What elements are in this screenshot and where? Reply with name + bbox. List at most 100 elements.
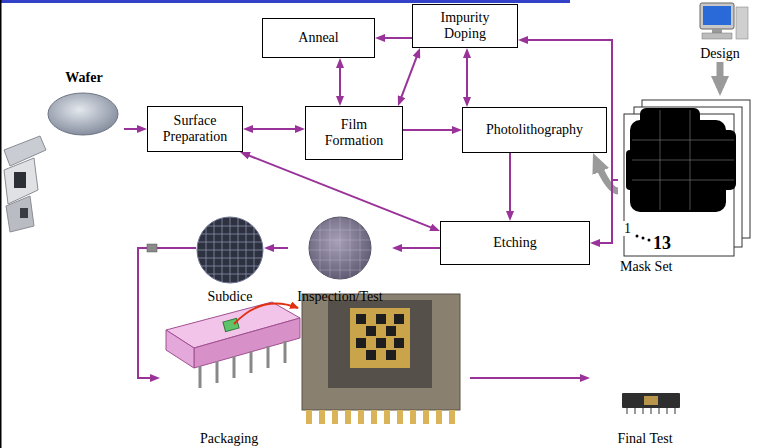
mask-set-picture [660,110,661,210]
process-flow-arrow [509,153,511,218]
chip-photo [356,314,404,360]
package-drawing [250,351,253,373]
figure-label: Mask Set [620,259,673,275]
computer-icon [702,33,732,39]
computer-icon [736,7,748,39]
diced-wafer-picture [190,210,270,290]
mask-set-picture [626,150,638,190]
process-flow-arrow [267,247,288,249]
tested-wafer-picture [330,215,331,280]
final-chip-picture [650,408,652,414]
computer-icon [712,29,722,33]
mask-set-picture [648,239,651,242]
final-chip-picture [626,408,628,414]
final-chip-picture [622,393,680,408]
diced-wafer-picture [190,210,270,290]
wafer-handler-picture [14,172,26,188]
chip-photo [306,410,312,424]
process-box: Photolithography [462,107,607,153]
wafer-handler-picture [4,158,38,204]
tested-wafer-picture [360,215,361,280]
chip-photo [376,314,386,324]
diced-wafer-picture [230,210,231,290]
chip-photo [302,294,460,424]
figure-label: Packaging [200,431,258,447]
computer-icon [700,3,734,29]
design-item: Design [688,0,752,62]
final-chip-picture [634,408,636,414]
computer-icon [703,6,731,25]
tested-wafer-picture [305,215,375,280]
frame-lines [0,0,2,448]
wafer-handler-picture [6,196,34,232]
chip-photo [332,410,338,424]
chip-photo [449,410,455,424]
chip-photo [397,410,403,424]
package-drawing [194,318,300,368]
chip-photo [358,410,364,424]
single-die-picture [147,244,157,252]
packaging-item: Packaging [160,285,470,447]
chip-photo [436,410,442,424]
process-box: Impurity Doping [412,4,518,48]
package-drawing [216,361,219,383]
mask-set-picture [624,100,750,256]
process-flow-arrow [138,248,196,378]
wafer-handler-picture [20,208,28,218]
package-drawing [166,330,194,368]
chip-photo [386,350,396,360]
diced-wafer-picture [222,210,223,290]
package-drawing [233,356,236,378]
diced-wafer-picture [254,210,255,290]
single-die-picture [147,244,157,252]
chip-photo [423,410,429,424]
chip-photo [394,338,404,348]
figure-label: Wafer [65,70,102,86]
box-label: Etching [493,235,537,251]
process-flow-arrow [378,37,412,39]
process-flow-arrow [466,51,468,104]
diced-wafer-picture [214,210,215,290]
process-flow-arrow [395,247,440,249]
chip-photo [366,350,376,360]
final-test-item: Final Test [590,370,700,447]
chip-photo [319,410,325,424]
process-flow-arrow [470,377,587,379]
wafer-picture [48,93,118,135]
figure-label: Design [700,46,740,62]
chip-photo [328,300,432,388]
final-chip-picture [622,393,680,414]
computer-icon [700,3,748,39]
wafer-picture [48,93,118,135]
mask-set-picture [640,108,700,128]
final-chip-picture [666,408,668,414]
figure-label: Subdice [207,289,252,305]
mask-set-picture [632,140,734,141]
inspection-item: Inspection/Test [288,215,392,305]
tested-wafer-picture [350,215,351,280]
box-label: Film Formation [314,117,394,149]
package-drawing [234,304,298,324]
mask-set-picture [632,110,734,210]
final-chip-picture [644,396,658,405]
process-flow-arrow [339,61,341,103]
mask-set-picture [690,110,691,210]
mask-number: 1 [623,221,632,236]
chip-photo [366,326,376,336]
process-flow-arrow [593,180,618,243]
tested-wafer-picture [320,215,321,280]
frame-lines [0,0,570,3]
chip-photo [371,410,377,424]
wafer-handler-picture [4,136,46,232]
diced-wafer-picture [206,210,207,290]
mask-set-picture [636,235,639,238]
diced-wafer-picture [238,210,239,290]
diced-wafer-picture [246,210,247,290]
chip-photo [410,410,416,424]
package-drawing [284,341,287,363]
process-box: Film Formation [305,106,403,160]
figure-label: Final Test [617,431,672,447]
process-flow-arrow [246,128,302,130]
chip-photo [350,308,410,368]
